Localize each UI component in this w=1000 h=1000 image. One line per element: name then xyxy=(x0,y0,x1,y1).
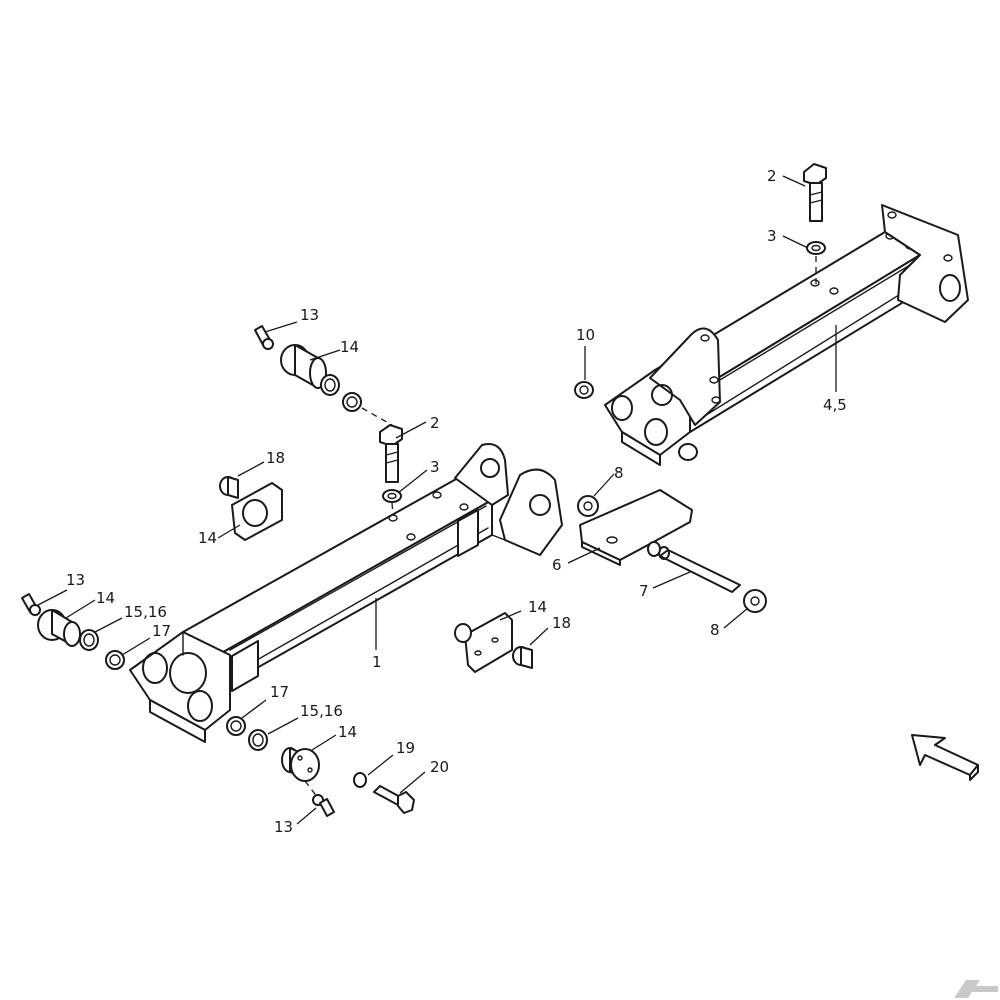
pivot-pin-part-14-left xyxy=(37,609,81,647)
label-part-14-lower-plate: 14 xyxy=(528,598,547,616)
label-part-18-upper: 18 xyxy=(266,449,285,467)
label-part-4-5: 4,5 xyxy=(823,396,847,414)
pivot-pin-part-14-top xyxy=(280,344,327,389)
direction-arrow-icon xyxy=(911,734,979,781)
washer-part-19 xyxy=(353,772,367,788)
grease-nipple-part-13-left xyxy=(21,593,41,616)
label-part-13-top: 13 xyxy=(300,306,319,324)
plate-part-6 xyxy=(579,489,693,566)
plate-pin-part-14-lower xyxy=(454,612,513,673)
label-part-17-lower: 17 xyxy=(270,683,289,701)
grease-nipple-part-13-bottom xyxy=(312,794,335,817)
bolt-part-2-upper xyxy=(803,163,827,222)
label-part-2-upper: 2 xyxy=(767,167,777,185)
label-part-19: 19 xyxy=(396,739,415,757)
bushing-beam-4-5-front xyxy=(678,443,698,461)
bushing-part-18-lower xyxy=(512,646,533,669)
circlip-upper xyxy=(342,392,362,412)
label-part-6: 6 xyxy=(552,556,562,574)
label-part-3-upper: 3 xyxy=(767,227,777,245)
ring-part-15-16-left xyxy=(79,629,99,651)
label-part-15-16-lower: 15,16 xyxy=(300,702,343,720)
label-part-3-lower: 3 xyxy=(430,458,440,476)
label-part-15-16-left: 15,16 xyxy=(124,603,167,621)
washer-part-3-upper xyxy=(806,241,826,255)
label-part-14-top: 14 xyxy=(340,338,359,356)
label-part-8-upper: 8 xyxy=(614,464,624,482)
ring-upper xyxy=(320,374,340,396)
label-part-17-left: 17 xyxy=(152,622,171,640)
label-part-8-lower: 8 xyxy=(710,621,720,639)
beam-part-4-5 xyxy=(604,204,969,466)
label-part-10: 10 xyxy=(576,326,595,344)
label-part-13-bottom: 13 xyxy=(274,818,293,836)
label-part-14-left: 14 xyxy=(96,589,115,607)
grease-nipple-part-13-top xyxy=(254,325,274,350)
bushing-part-10 xyxy=(574,381,594,399)
leader-lines xyxy=(37,175,837,825)
washer-part-8-upper xyxy=(577,495,599,517)
label-part-7: 7 xyxy=(639,582,649,600)
label-part-18-lower: 18 xyxy=(552,614,571,632)
washer-part-3-lower xyxy=(382,489,402,503)
ring-part-15-16-lower xyxy=(248,729,268,751)
bolt-part-2-lower xyxy=(379,424,403,483)
part-labels: 2 3 10 4,5 13 14 2 3 18 14 8 6 7 8 1 13 … xyxy=(66,167,847,836)
label-part-1: 1 xyxy=(372,653,382,671)
label-part-20: 20 xyxy=(430,758,449,776)
label-part-2-lower: 2 xyxy=(430,414,440,432)
bushing-part-18-upper xyxy=(219,476,239,499)
washer-part-8-lower xyxy=(743,589,767,613)
circlip-part-17-lower xyxy=(226,716,246,736)
pin-part-7 xyxy=(647,541,741,593)
circlip-part-17-left xyxy=(105,650,125,670)
main-beam-part-1 xyxy=(129,443,563,743)
plate-pin-part-14-upper xyxy=(231,482,283,541)
pivot-pin-part-14-lower xyxy=(281,747,320,782)
label-part-14-upper-plate: 14 xyxy=(198,529,217,547)
bolt-part-20 xyxy=(373,785,415,814)
label-part-14-lower: 14 xyxy=(338,723,357,741)
brand-logo-icon xyxy=(954,980,998,998)
label-part-13-left: 13 xyxy=(66,571,85,589)
